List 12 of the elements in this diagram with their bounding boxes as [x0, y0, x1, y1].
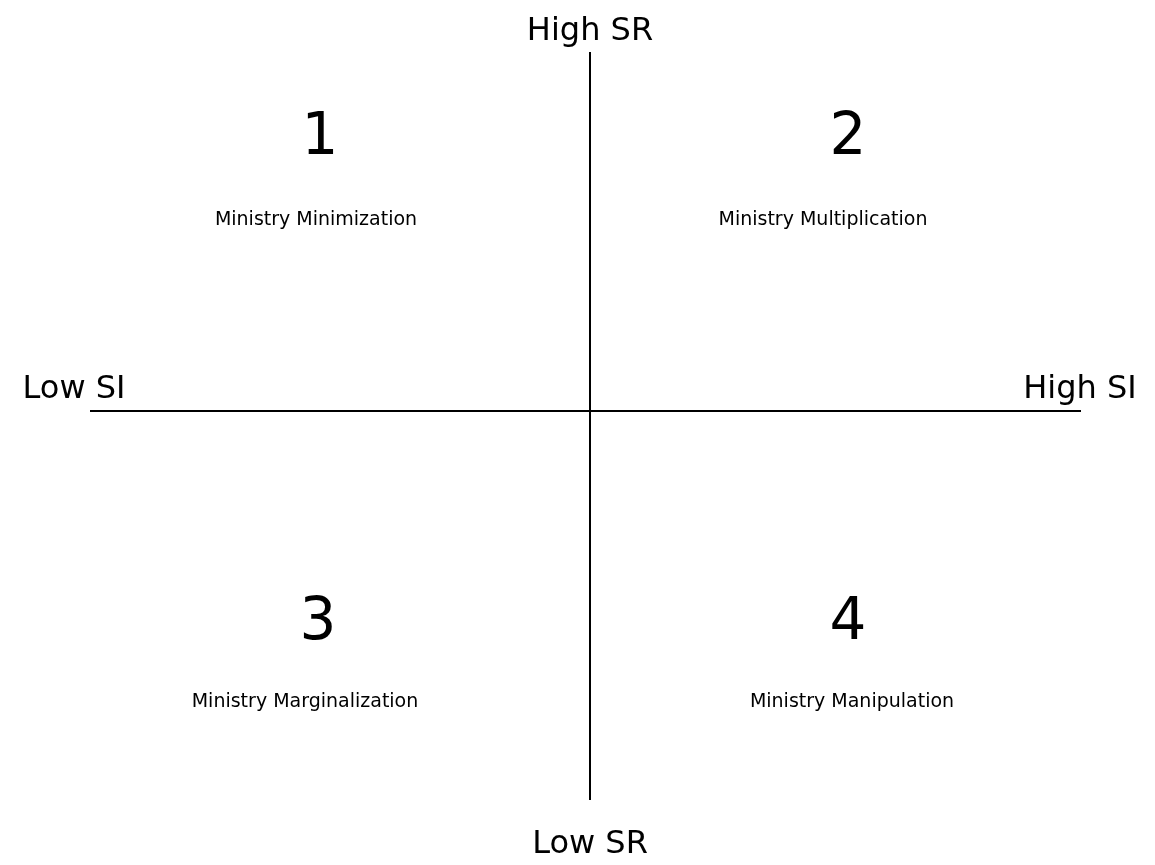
quadrant-number: 4: [829, 588, 867, 652]
quadrant-number: 1: [301, 103, 339, 167]
quadrant-label: Ministry Manipulation: [749, 689, 955, 711]
quadrant-number: 2: [829, 103, 867, 167]
axis-label: Low SI: [22, 370, 126, 406]
axis-label: High SI: [1023, 370, 1137, 406]
quadrant-number: 3: [299, 588, 337, 652]
quadrant-label: Ministry Multiplication: [718, 207, 928, 229]
axis-label: Low SR: [532, 825, 648, 861]
quadrant-label: Ministry Minimization: [214, 207, 418, 229]
quadrant-label: Ministry Marginalization: [191, 689, 419, 711]
axis-label: High SR: [526, 12, 654, 48]
